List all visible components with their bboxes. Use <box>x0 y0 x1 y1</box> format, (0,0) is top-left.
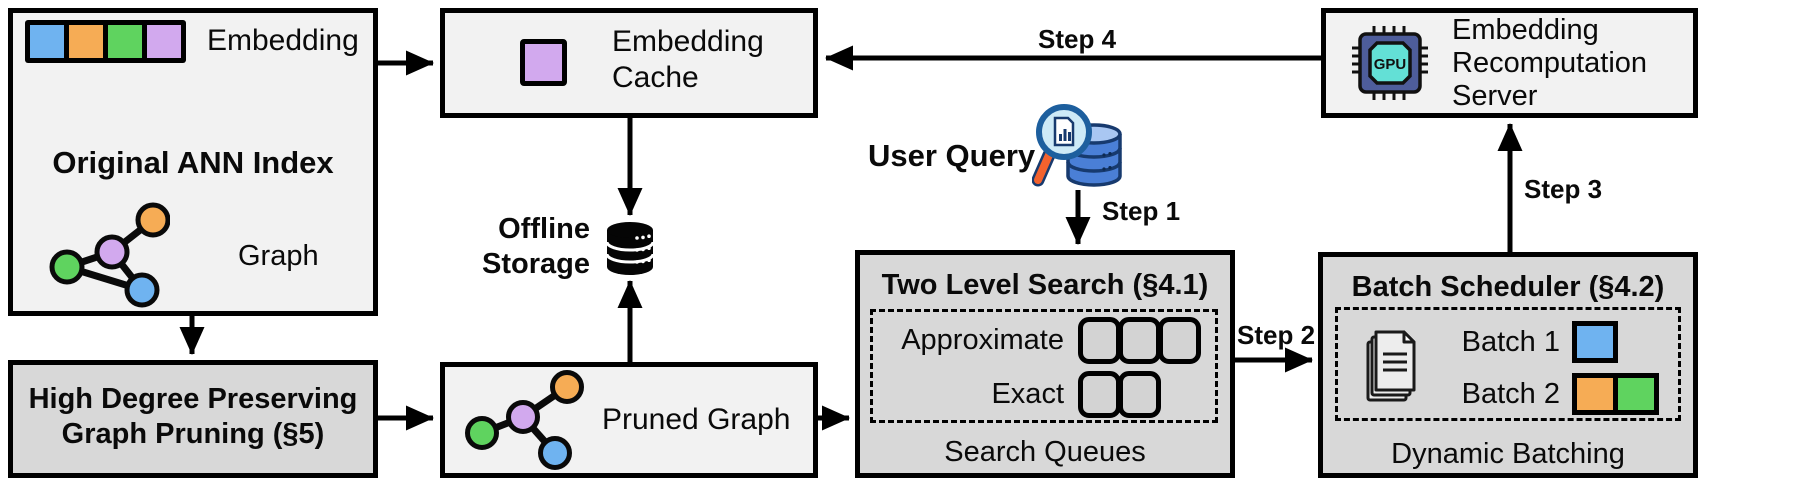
graph-label: Graph <box>238 240 319 272</box>
batch-item-green <box>1613 373 1659 415</box>
embedding-cell-orange <box>69 25 103 58</box>
embedding-cell-purple <box>147 25 181 58</box>
batch1-row: Batch 1 <box>1450 316 1668 368</box>
original-ann-index-title: Original ANN Index <box>52 145 334 180</box>
queue-slot <box>1118 370 1161 418</box>
graph-icon <box>49 202 170 308</box>
approximate-queue-row: Approximate <box>879 313 1205 367</box>
batch2-label: Batch 2 <box>1461 377 1560 410</box>
approximate-queue-slots <box>1078 316 1205 364</box>
queue-slot <box>1158 316 1201 364</box>
two-level-search-box: Two Level Search (§4.1) Approximate Exac… <box>855 250 1235 478</box>
exact-queue-row: Exact <box>879 367 1205 421</box>
original-ann-index-box: Embedding Original ANN Index Graph <box>8 8 378 316</box>
graph-pruning-box: High Degree Preserving Graph Pruning (§5… <box>8 360 378 478</box>
embedding-label: Embedding <box>207 24 359 57</box>
documents-stack-icon <box>1366 330 1416 402</box>
embedding-vector-icon <box>25 20 186 63</box>
search-queues-panel: Approximate Exact <box>870 309 1218 423</box>
embedding-cell-green <box>108 25 142 58</box>
step2-label: Step 2 <box>1237 320 1316 350</box>
pruned-graph-label: Pruned Graph <box>602 403 791 436</box>
graph-pruning-line2: Graph Pruning (§5) <box>61 418 325 450</box>
step1-label: Step 1 <box>1102 196 1181 226</box>
batch-scheduler-title: Batch Scheduler (§4.2) <box>1351 271 1665 303</box>
recomputation-server-box: GPU Embedding Recomputation Server <box>1321 8 1698 118</box>
exact-queue-slots <box>1078 370 1205 418</box>
batch-item-orange <box>1572 373 1618 415</box>
queue-slot <box>1078 316 1121 364</box>
batch-scheduler-box: Batch Scheduler (§4.2) Batch 1 <box>1318 252 1698 478</box>
batch-rows: Batch 1 Batch 2 <box>1450 316 1668 420</box>
gpu-chip-icon: GPU <box>1352 26 1428 100</box>
pruned-graph-icon <box>465 370 584 470</box>
step4-label: Step 4 <box>1038 24 1117 54</box>
queue-slot <box>1118 316 1161 364</box>
embedding-cell-blue <box>30 25 64 58</box>
queue-slot <box>1078 370 1121 418</box>
offline-storage-label: Offline Storage <box>482 213 590 280</box>
cached-embedding-icon <box>520 39 567 86</box>
graph-pruning-title: High Degree Preserving Graph Pruning (§5… <box>13 382 373 452</box>
embedding-cache-box: Embedding Cache <box>440 8 818 118</box>
batch2-items <box>1572 373 1668 415</box>
batch-item-blue <box>1572 321 1618 363</box>
user-query-label: User Query <box>868 138 1036 173</box>
graph-pruning-line1: High Degree Preserving <box>28 383 358 415</box>
two-level-search-title: Two Level Search (§4.1) <box>881 269 1209 301</box>
approximate-label: Approximate <box>901 323 1064 356</box>
query-magnifier-icon <box>1032 104 1122 187</box>
step3-label: Step 3 <box>1524 174 1603 204</box>
recomputation-server-label: Embedding Recomputation Server <box>1452 14 1648 112</box>
search-queues-label: Search Queues <box>944 436 1146 468</box>
batch2-row: Batch 2 <box>1450 368 1668 420</box>
gpu-chip-text: GPU <box>1374 56 1407 73</box>
dynamic-batching-label: Dynamic Batching <box>1391 438 1625 470</box>
dynamic-batching-panel: Batch 1 Batch 2 <box>1335 307 1681 421</box>
exact-label: Exact <box>991 377 1064 410</box>
pruned-graph-box: Pruned Graph <box>440 362 818 478</box>
embedding-cache-label: Embedding Cache <box>612 25 764 94</box>
batch1-items <box>1572 321 1668 363</box>
batch1-label: Batch 1 <box>1461 325 1560 358</box>
database-storage-icon <box>605 222 655 275</box>
